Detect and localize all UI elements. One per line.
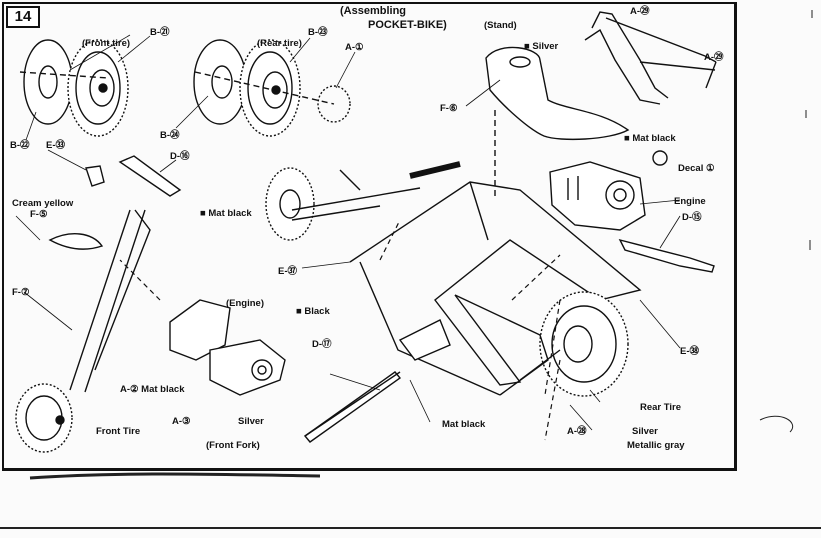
label-e38: E-㊳ xyxy=(680,346,700,357)
front-tire-drawing xyxy=(19,39,129,137)
stand-drawing xyxy=(584,11,717,105)
rear-wheel-drawing xyxy=(454,291,629,397)
step-frame xyxy=(2,2,737,471)
bottom-rule xyxy=(0,527,821,529)
label-front-tire-paren: (Front tire) xyxy=(82,38,131,49)
label-engine-right: Engine xyxy=(674,196,706,207)
engine-center-drawing xyxy=(169,299,286,396)
front-fork-drawing xyxy=(48,155,182,393)
label-front-tire: Front Tire xyxy=(96,426,141,437)
frame-drawing xyxy=(349,181,642,396)
engine-right-drawing xyxy=(549,150,668,231)
label-rear-tire: Rear Tire xyxy=(640,402,682,413)
label-a1: A-① xyxy=(345,42,364,53)
scribbles xyxy=(29,10,813,480)
label-e33: E-㉝ xyxy=(46,140,66,151)
pipe-drawing xyxy=(303,371,402,443)
label-b22: B-㉒ xyxy=(10,140,30,151)
label-mat-black-bottom: Mat black xyxy=(442,419,486,430)
label-stand: (Stand) xyxy=(484,20,517,31)
front-tire-bottom-drawing xyxy=(15,383,73,453)
label-f5: F-⑤ xyxy=(30,209,48,220)
label-d16: D-⑯ xyxy=(170,151,190,162)
label-black: ■ Black xyxy=(296,306,330,317)
label-f7: F-⑦ xyxy=(12,287,30,298)
label-decal: Decal ① xyxy=(678,163,715,174)
label-silver-top: ■ Silver xyxy=(524,41,559,52)
label-mat-black-handle: ■ Mat black xyxy=(200,208,252,219)
label-a28: A-㉘ xyxy=(567,426,587,437)
label-e37: E-㊲ xyxy=(278,266,298,277)
handlebar-drawing xyxy=(265,161,461,241)
label-d17: D-⑰ xyxy=(312,339,332,350)
label-b23: B-㉓ xyxy=(308,27,328,38)
label-metallic-gray: Metallic gray xyxy=(627,440,685,451)
label-d15: D-⑮ xyxy=(682,212,702,223)
label-a29-right: A-㉙ xyxy=(704,52,724,63)
label-silver-engine: Silver xyxy=(238,416,264,427)
assembly-arrows xyxy=(119,219,561,441)
title-line-2: POCKET-BIKE) xyxy=(368,19,447,31)
label-a3: A-③ xyxy=(172,416,191,427)
title-line-1: (Assembling xyxy=(340,5,407,17)
label-a2-mat-black: A-② Mat black xyxy=(120,384,185,395)
label-b24: B-㉔ xyxy=(160,130,180,141)
label-a29-top: A-㉙ xyxy=(630,6,650,17)
label-silver-bottom: Silver xyxy=(632,426,658,437)
exhaust-drawing xyxy=(618,238,715,273)
rear-tire-drawing xyxy=(193,39,351,137)
label-front-fork: (Front Fork) xyxy=(206,440,260,451)
label-cream-yellow: Cream yellow xyxy=(12,198,74,209)
seat-drawing xyxy=(485,46,630,200)
label-b21: B-㉑ xyxy=(150,27,170,38)
leader-lines xyxy=(15,34,681,431)
label-mat-black-seat: ■ Mat black xyxy=(624,133,676,144)
step-number: 14 xyxy=(6,6,40,28)
label-engine-paren: (Engine) xyxy=(226,298,264,309)
label-rear-tire-paren: (Rear tire) xyxy=(257,38,302,49)
label-f6: F-⑥ xyxy=(440,103,458,114)
